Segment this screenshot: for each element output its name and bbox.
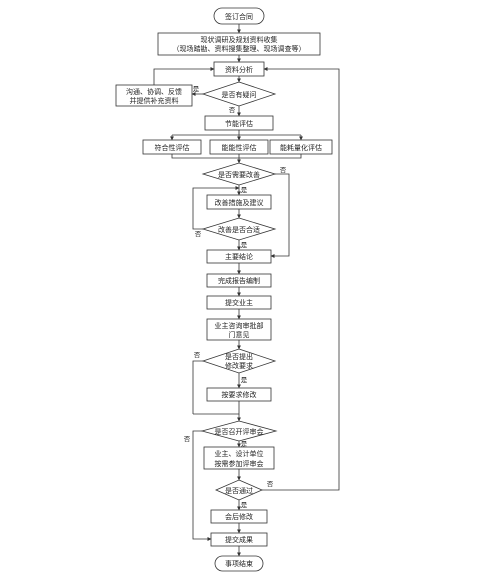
performance-evaluation-box: 能能性评估 — [209, 139, 269, 155]
revision-no-label: 否 — [194, 351, 201, 359]
passed-yes-label: 是 — [241, 501, 248, 509]
passed-label: 是否通过 — [225, 486, 253, 495]
revise-box: 按要求修改 — [206, 387, 272, 402]
data-analysis-label: 资料分析 — [225, 65, 253, 74]
start-node: 签订合同 — [213, 7, 265, 25]
revision-request-decision: 是否提出 修改要求 — [201, 348, 277, 374]
meeting-attendance-box: 业主、设计单位 按需参加评审会 — [203, 446, 275, 470]
improvement-ok-no-label: 否 — [195, 230, 202, 238]
report-compilation-box: 完成报告编制 — [206, 273, 272, 288]
post-meeting-revision-label: 会后修改 — [225, 512, 253, 521]
improvement-ok-decision: 改善是否合适 — [201, 217, 277, 241]
revision-request-line1: 是否提出 — [225, 352, 253, 361]
submit-result-label: 提交成果 — [225, 535, 253, 544]
meeting-attendance-line1: 业主、设计单位 — [215, 449, 264, 458]
edge-meeting-no — [192, 430, 212, 541]
compliance-evaluation-box: 符合性评估 — [142, 139, 202, 155]
edge-supplement-analysis — [153, 67, 215, 85]
review-meeting-label: 是否召开评审会 — [215, 427, 264, 436]
question-decision: 是否有疑问 — [201, 81, 277, 107]
need-improvement-label: 是否需要改善 — [218, 170, 260, 179]
data-collection-box: 现状调研及规划资料收集 （现场踏勘、资料搜集整理、现场调查等） — [157, 32, 321, 56]
need-improvement-decision: 是否需要改善 — [201, 162, 277, 186]
main-conclusion-label: 主要结论 — [225, 252, 253, 261]
edge-need-improvement-no — [270, 173, 290, 258]
edge-energy-to-evaluations — [172, 130, 301, 136]
submit-result-box: 提交成果 — [210, 532, 268, 547]
supplement-box: 沟通、协调、反馈 并提供补充资料 — [115, 84, 193, 107]
passed-no-label: 否 — [267, 480, 274, 488]
energy-evaluation-box: 节能评估 — [204, 115, 274, 131]
compliance-evaluation-label: 符合性评估 — [155, 143, 190, 152]
consumption-evaluation-box: 能耗量化评估 — [269, 139, 333, 155]
improvement-ok-label: 改善是否合适 — [218, 225, 260, 234]
edge-revise-merge — [193, 401, 240, 415]
question-no-label: 否 — [229, 106, 236, 114]
meeting-attendance-line2: 按需参加评审会 — [215, 459, 264, 468]
performance-evaluation-label: 能能性评估 — [222, 143, 257, 152]
main-conclusion-box: 主要结论 — [206, 249, 272, 264]
meeting-no-label: 否 — [184, 435, 191, 443]
question-yes-label: 是 — [193, 85, 200, 93]
revise-label: 按要求修改 — [222, 390, 257, 399]
improvement-measures-label: 改善措施及建议 — [215, 198, 264, 207]
question-decision-label: 是否有疑问 — [222, 90, 257, 99]
owner-review-line1: 业主咨询审批部 — [215, 321, 264, 330]
owner-review-box: 业主咨询审批部 门意见 — [206, 318, 272, 341]
end-node: 事项结束 — [214, 555, 264, 572]
start-label: 签订合同 — [225, 12, 253, 21]
post-meeting-revision-box: 会后修改 — [210, 509, 268, 524]
consumption-evaluation-label: 能耗量化评估 — [280, 143, 322, 152]
supplement-line1: 沟通、协调、反馈 — [126, 87, 182, 96]
energy-evaluation-label: 节能评估 — [225, 119, 253, 128]
edge-evaluations-merge — [171, 154, 302, 159]
data-analysis-box: 资料分析 — [213, 61, 265, 77]
data-collection-line1: 现状调研及规划资料收集 — [201, 35, 278, 44]
report-compilation-label: 完成报告编制 — [218, 276, 260, 285]
edge-ok-no-loop — [192, 186, 240, 230]
supplement-line2: 并提供补充资料 — [130, 96, 179, 105]
submit-owner-label: 提交业主 — [225, 298, 253, 307]
improvement-ok-yes-label: 是 — [241, 241, 248, 249]
passed-decision: 是否通过 — [214, 479, 264, 501]
meeting-yes-label: 是 — [241, 440, 248, 448]
need-improvement-no-label: 否 — [280, 166, 287, 174]
improvement-measures-box: 改善措施及建议 — [206, 194, 272, 210]
end-label: 事项结束 — [225, 559, 253, 568]
review-meeting-decision: 是否召开评审会 — [200, 420, 278, 442]
owner-review-line2: 门意见 — [229, 330, 250, 339]
edge-revision-no — [192, 360, 203, 414]
data-collection-line2: （现场踏勘、资料搜集整理、现场调查等） — [173, 44, 306, 53]
submit-owner-box: 提交业主 — [206, 295, 272, 310]
need-improvement-yes-label: 是 — [241, 186, 248, 194]
revision-yes-label: 是 — [241, 376, 248, 384]
revision-request-line2: 修改要求 — [225, 361, 253, 370]
edge-passed-no-loop — [262, 67, 340, 491]
